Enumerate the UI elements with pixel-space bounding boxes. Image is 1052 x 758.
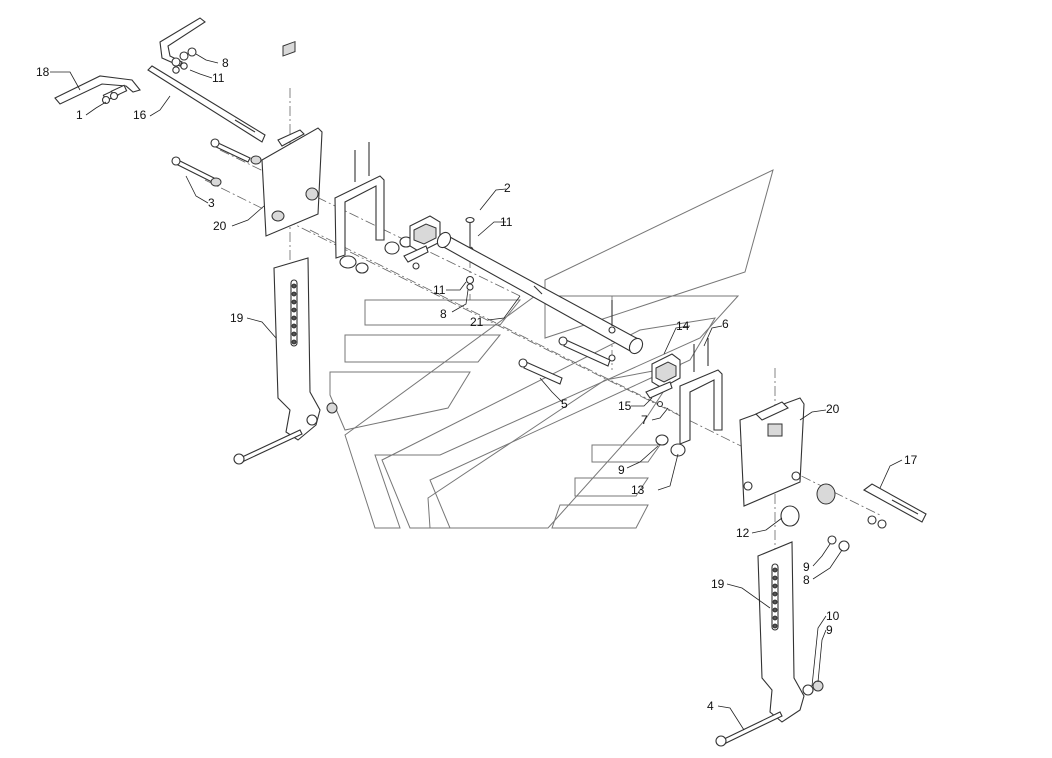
callout-1: 1 (76, 108, 83, 122)
callout-labels: 18 1 16 8 11 3 20 19 2 11 11 8 21 5 14 6… (36, 56, 918, 713)
part-clamp-left (403, 215, 441, 270)
callout-4: 4 (707, 699, 714, 713)
part-4-bolt-lower-right (715, 680, 824, 747)
callout-6: 6 (722, 317, 729, 331)
callout-19-left: 19 (230, 311, 244, 325)
callout-21: 21 (470, 315, 484, 329)
part-9-8-nuts-right (827, 535, 850, 552)
watermark-logo (329, 169, 774, 529)
part-6-bracket-right (655, 338, 723, 457)
part-1-bolts (101, 84, 128, 105)
callout-9-right: 9 (803, 560, 810, 574)
callout-18: 18 (36, 65, 50, 79)
callout-11-lower: 11 (433, 283, 446, 297)
callout-11-center: 11 (500, 215, 513, 229)
part-21-main-tube (436, 231, 644, 355)
callout-8-center: 8 (440, 307, 447, 321)
callout-17: 17 (904, 453, 918, 467)
callout-16: 16 (133, 108, 147, 122)
callout-5: 5 (561, 397, 568, 411)
part-20-right-plate (739, 397, 805, 507)
callout-12: 12 (736, 526, 750, 540)
callout-9-center: 9 (618, 463, 625, 477)
callout-20-right: 20 (826, 402, 840, 416)
part-19-left-strap (273, 257, 321, 441)
callout-13: 13 (631, 483, 645, 497)
callout-8-upper: 8 (222, 56, 229, 70)
leader-lines (50, 53, 903, 731)
callout-3: 3 (208, 196, 215, 210)
callout-19-right: 19 (711, 577, 725, 591)
callout-11-upper: 11 (212, 71, 225, 85)
part-12-spacers (780, 483, 836, 527)
part-20-left-plate (261, 40, 323, 237)
callout-15: 15 (618, 399, 632, 413)
part-16-slotted-arm (147, 17, 266, 143)
callout-7: 7 (641, 413, 648, 427)
callout-10: 10 (826, 609, 840, 623)
part-bearing-bracket-left (305, 142, 413, 274)
callout-14: 14 (676, 319, 690, 333)
part-bolt-lower-left (233, 402, 338, 465)
part-18-handle-bracket (54, 75, 141, 105)
part-17-slotted-arm-right (862, 483, 927, 529)
part-5-bolts-center (518, 300, 616, 385)
callout-8-right: 8 (803, 573, 810, 587)
part-3-long-bolt (171, 138, 262, 187)
part-14-clamp-right (645, 353, 681, 408)
callout-20-left: 20 (213, 219, 227, 233)
callout-2: 2 (504, 181, 511, 195)
part-19-right-strap (757, 541, 805, 723)
callout-9-lower: 9 (826, 623, 833, 637)
part-8-11-nuts-upper (171, 47, 197, 74)
strap-holes-left (291, 283, 297, 345)
strap-holes-right (772, 567, 778, 629)
